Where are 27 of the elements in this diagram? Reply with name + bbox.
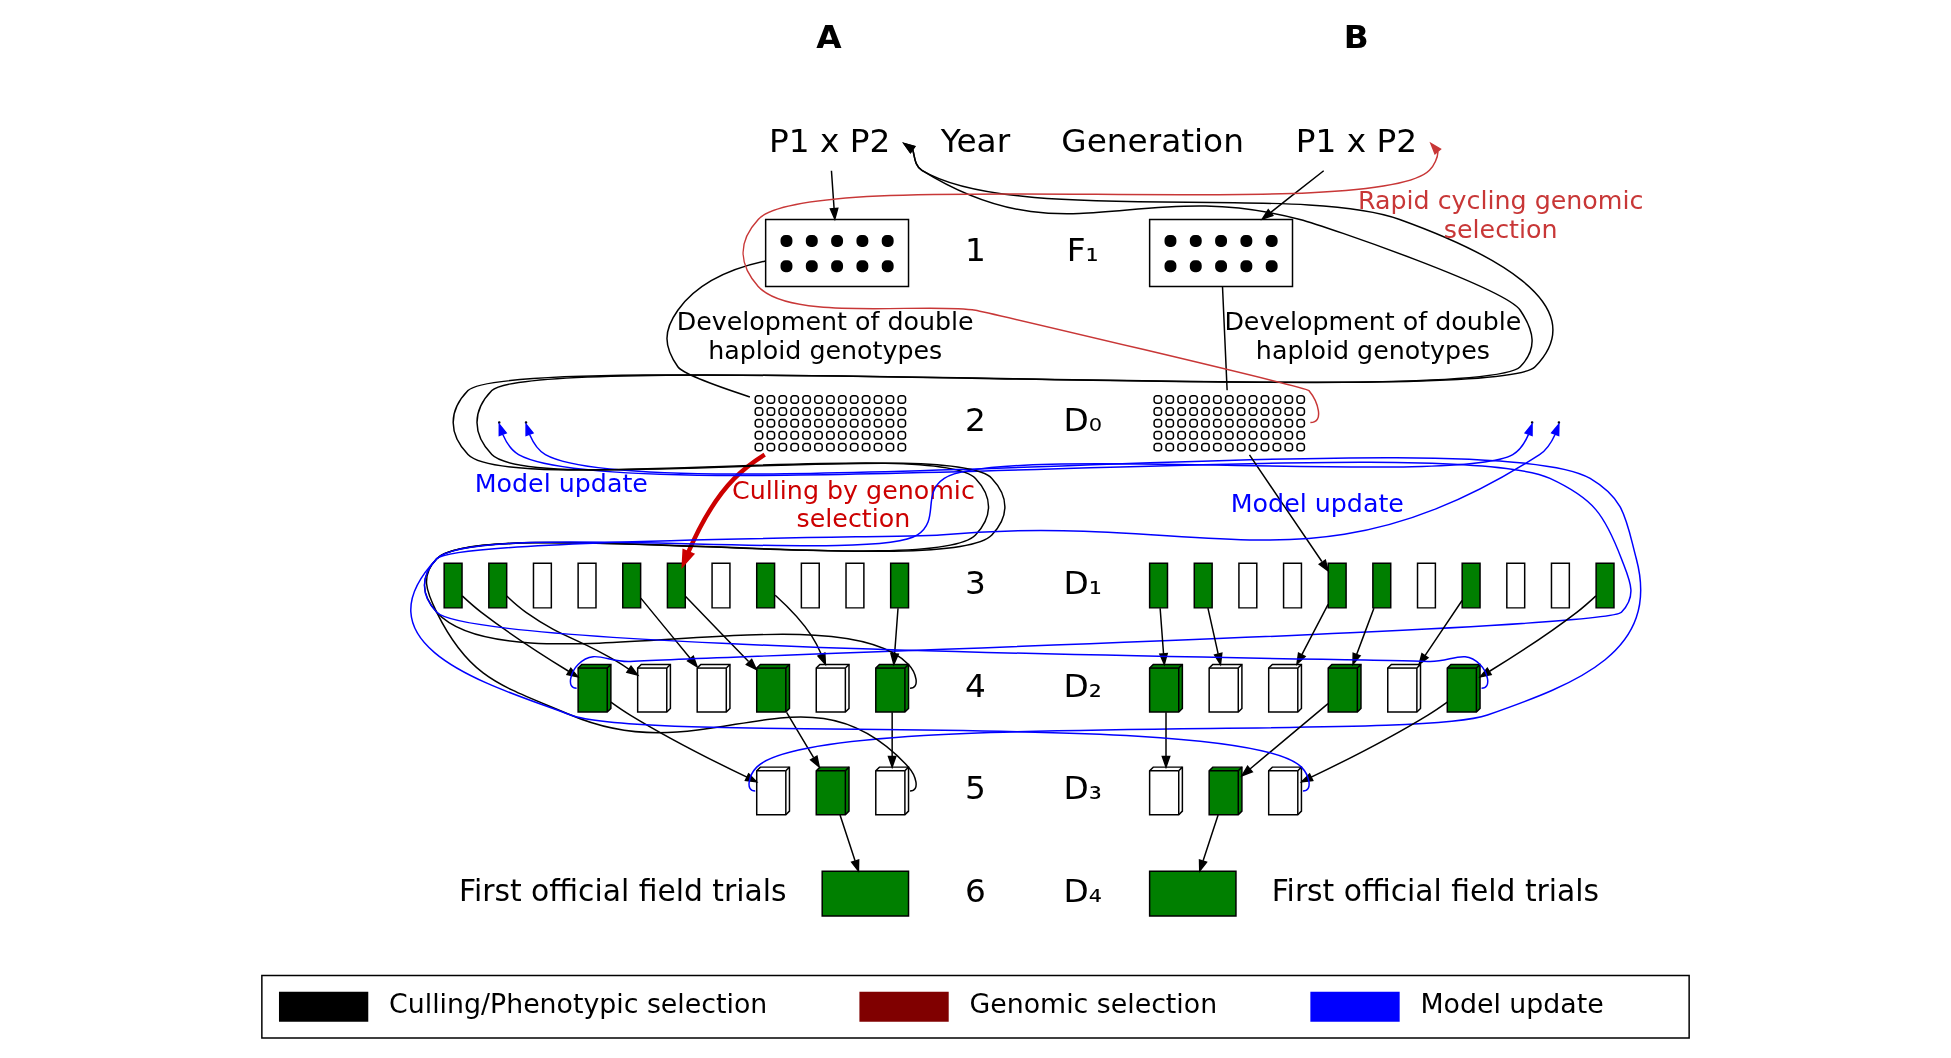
label: Generation	[1061, 121, 1244, 160]
label: B	[1343, 17, 1369, 56]
node-label: First official field trials	[1271, 873, 1600, 909]
edge-label: Development of double haploid genotypes	[1224, 307, 1522, 365]
label: D₄	[1063, 871, 1102, 910]
label: D₀	[1063, 400, 1102, 439]
label: 6	[965, 871, 986, 910]
legend-label: Culling/Phenotypic selection	[389, 988, 768, 1020]
legend-label: Model update	[1420, 988, 1604, 1020]
node-label: First official field trials	[459, 873, 787, 909]
node-text: P1 x P2	[768, 121, 891, 160]
edge-label: Rapid cycling genomic selection	[1357, 186, 1644, 244]
label: 1	[965, 231, 986, 270]
label: Year	[940, 121, 1011, 160]
label: D₃	[1063, 769, 1102, 808]
node-text: P1 x P2	[1295, 121, 1418, 160]
label: 2	[965, 400, 986, 439]
label: D₁	[1063, 563, 1102, 602]
label: A	[816, 17, 842, 56]
label: 4	[965, 666, 986, 705]
label: D₂	[1063, 666, 1102, 705]
legend-label: Genomic selection	[969, 988, 1218, 1020]
label: 3	[965, 563, 986, 602]
edge-label: Model update	[474, 469, 648, 499]
label: 5	[965, 769, 986, 808]
label: F₁	[1066, 231, 1099, 270]
edge-label: Development of double haploid genotypes	[676, 307, 974, 365]
